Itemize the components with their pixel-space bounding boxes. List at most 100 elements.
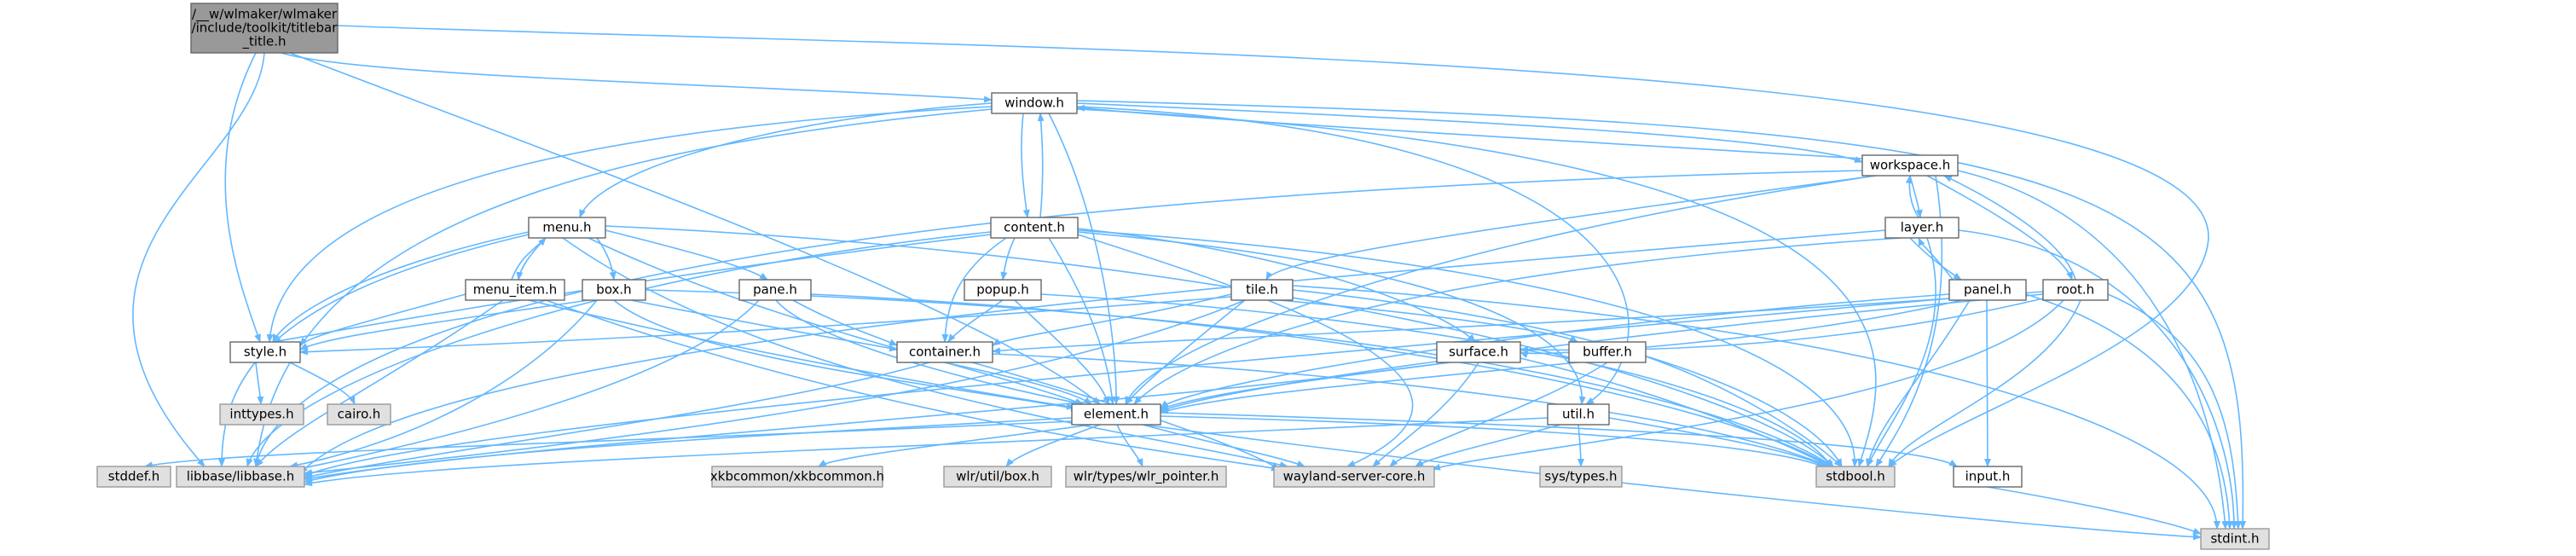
dependency-edge <box>1520 357 1834 470</box>
dependency-edge <box>337 25 2209 467</box>
dependency-edge <box>992 353 1834 470</box>
dependency-edge <box>299 296 1232 356</box>
dependency-edge <box>1577 424 1584 467</box>
node-workspace-h[interactable]: workspace.h <box>1861 154 1959 177</box>
dependency-edge <box>818 424 1092 467</box>
node-stddef-h[interactable]: stddef.h <box>96 466 171 488</box>
node-popup-h[interactable]: popup.h <box>964 279 1042 301</box>
dependency-edge <box>253 108 993 467</box>
node-sys-types-h[interactable]: sys/types.h <box>1539 466 1623 488</box>
dependency-edge <box>1958 229 2237 530</box>
node-menu-h[interactable]: menu.h <box>528 217 606 239</box>
node-label: tile.h <box>1246 282 1278 298</box>
dependency-edge <box>304 362 1450 482</box>
dependency-edge <box>579 102 993 218</box>
node-cairo-h[interactable]: cairo.h <box>327 403 391 426</box>
dependency-edge <box>246 231 992 467</box>
dependency-edge <box>605 229 768 281</box>
dependency-edge <box>1014 299 1110 405</box>
node-panel-h[interactable]: panel.h <box>1948 279 2027 301</box>
node-window-h[interactable]: window.h <box>991 92 1078 114</box>
node-wlr-pointer-h[interactable]: wlr/types/wlr_pointer.h <box>1065 466 1227 488</box>
dependency-edge <box>1077 231 1586 405</box>
node-root-h[interactable]: root.h <box>2042 279 2109 301</box>
dependency-edge <box>1520 299 1962 359</box>
dependency-edge <box>1048 237 1116 405</box>
dependency-edge <box>1278 299 1578 343</box>
dependency-edge <box>1645 356 1843 467</box>
dependency-edge <box>272 234 992 345</box>
node-label: style.h <box>244 345 287 360</box>
node-layer-h[interactable]: layer.h <box>1884 217 1959 239</box>
root-file-node[interactable]: /__w/wlmaker/wlmaker /include/toolkit/ti… <box>190 3 339 54</box>
dependency-edge <box>1077 229 1859 467</box>
dependency-edge <box>132 52 265 467</box>
dependency-edge <box>1943 175 2076 281</box>
node-util-h[interactable]: util.h <box>1547 403 1610 426</box>
node-box-h[interactable]: box.h <box>582 279 646 301</box>
dependency-edge <box>266 106 993 343</box>
node-wlr-box-h[interactable]: wlr/util/box.h <box>943 466 1052 488</box>
dependency-edge <box>224 52 261 343</box>
dependency-edge <box>1888 299 2081 467</box>
node-libbase-h[interactable]: libbase/libbase.h <box>176 466 305 488</box>
node-menu-item-h[interactable]: menu_item.h <box>465 279 565 301</box>
dependency-edge <box>1415 424 1561 467</box>
dependency-edge <box>304 298 1950 477</box>
dependency-edge <box>992 293 1232 346</box>
dependency-edge <box>1037 113 1045 218</box>
node-label: cairo.h <box>338 407 381 422</box>
dependency-edge <box>947 299 1004 343</box>
dependency-edge <box>1000 237 1016 281</box>
node-label: buffer.h <box>1583 345 1632 360</box>
dependency-edge <box>605 225 1834 467</box>
dependency-edge <box>1076 104 1863 159</box>
node-stdbool-h[interactable]: stdbool.h <box>1815 466 1896 488</box>
dependency-edge <box>1865 299 1971 467</box>
node-content-h[interactable]: content.h <box>990 217 1079 239</box>
node-label: panel.h <box>1964 282 2012 298</box>
dependency-edge <box>289 299 598 469</box>
dependency-edge <box>1608 417 1826 467</box>
node-label: stddef.h <box>108 469 159 484</box>
dependency-edge <box>1142 424 2202 541</box>
node-tile-h[interactable]: tile.h <box>1230 279 1294 301</box>
node-buffer-h[interactable]: buffer.h <box>1568 341 1647 363</box>
node-surface-h[interactable]: surface.h <box>1436 341 1521 363</box>
node-label: pane.h <box>753 282 797 298</box>
dependency-edge <box>2107 293 2242 530</box>
node-wayland-server-core-h[interactable]: wayland-server-core.h <box>1273 466 1435 488</box>
node-stdint-h[interactable]: stdint.h <box>2200 528 2270 550</box>
dependency-edge <box>289 362 356 405</box>
dependency-edge <box>1076 102 1863 163</box>
node-label: menu.h <box>542 220 591 235</box>
node-label: wlr/util/box.h <box>956 469 1039 484</box>
dependency-edge <box>516 237 547 281</box>
dependency-edge <box>2025 293 2233 530</box>
dependency-edge <box>144 420 1073 469</box>
dependency-edge <box>1867 237 1936 467</box>
node-inttypes-h[interactable]: inttypes.h <box>219 403 304 426</box>
dependency-edge <box>1005 424 1101 467</box>
dependency-edge <box>511 237 547 281</box>
node-pane-h[interactable]: pane.h <box>738 279 812 301</box>
node-label: window.h <box>1004 96 1064 111</box>
node-xkbcommon-h[interactable]: xkbcommon/xkbcommon.h <box>710 466 884 488</box>
dependency-edge <box>1160 362 1578 414</box>
dependency-edge <box>304 299 1246 477</box>
node-element-h[interactable]: element.h <box>1071 403 1161 426</box>
node-label: surface.h <box>1449 345 1508 360</box>
dependency-edge <box>289 52 1101 405</box>
node-input-h[interactable]: input.h <box>1953 466 2023 488</box>
node-label: input.h <box>1965 469 2011 484</box>
dependency-edge <box>1021 113 1030 218</box>
dependency-edge <box>1432 299 2064 471</box>
node-style-h[interactable]: style.h <box>229 341 301 363</box>
dependency-edges <box>132 25 2247 541</box>
node-container-h[interactable]: container.h <box>896 341 993 363</box>
dependency-edge <box>1076 106 1630 405</box>
root-file-path-line-2: /include/toolkit/titlebar <box>192 20 339 36</box>
dependency-edge <box>1133 237 1902 405</box>
node-label: menu_item.h <box>473 282 558 298</box>
dependency-edge <box>1520 298 2044 354</box>
